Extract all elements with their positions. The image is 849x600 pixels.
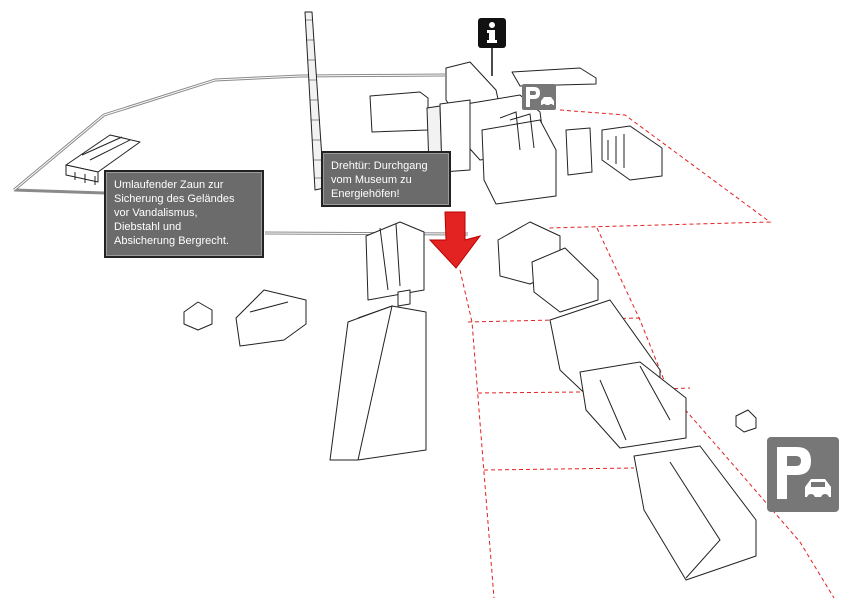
building-northwest [65,134,141,185]
callout-line: Umlaufender Zaun zur [114,179,224,191]
callout-line: Diebstahl und [114,221,182,233]
building-hall [329,305,427,461]
building-small-left [183,289,307,347]
parking-car-icon [522,84,556,110]
callout-line: Energiehöfen! [331,188,400,200]
callout-line: vor Vandalismus, [114,207,198,219]
main-complex [369,61,663,205]
building-central [365,221,425,307]
red-down-arrow-icon [428,211,482,269]
callout-line: Sicherung des Geländes [114,193,235,205]
perimeter-fence [13,73,469,236]
callout-revolving-door: Drehtür: Durchgang vom Museum zu Energie… [321,151,451,207]
info-icon [478,18,506,48]
building-chain [497,221,757,581]
zone-row-3 [483,467,635,471]
zone-outline-top [547,109,772,229]
zone-line-right [596,227,835,599]
callout-line: vom Museum zu [331,174,412,186]
callout-fence: Umlaufender Zaun zur Sicherung des Gelän… [104,170,264,258]
parking-car-icon [767,437,839,512]
zone-line-left [459,269,495,599]
callout-line: Drehtür: Durchgang [331,160,428,172]
callout-line: Absicherung Bergrecht. [114,235,229,247]
